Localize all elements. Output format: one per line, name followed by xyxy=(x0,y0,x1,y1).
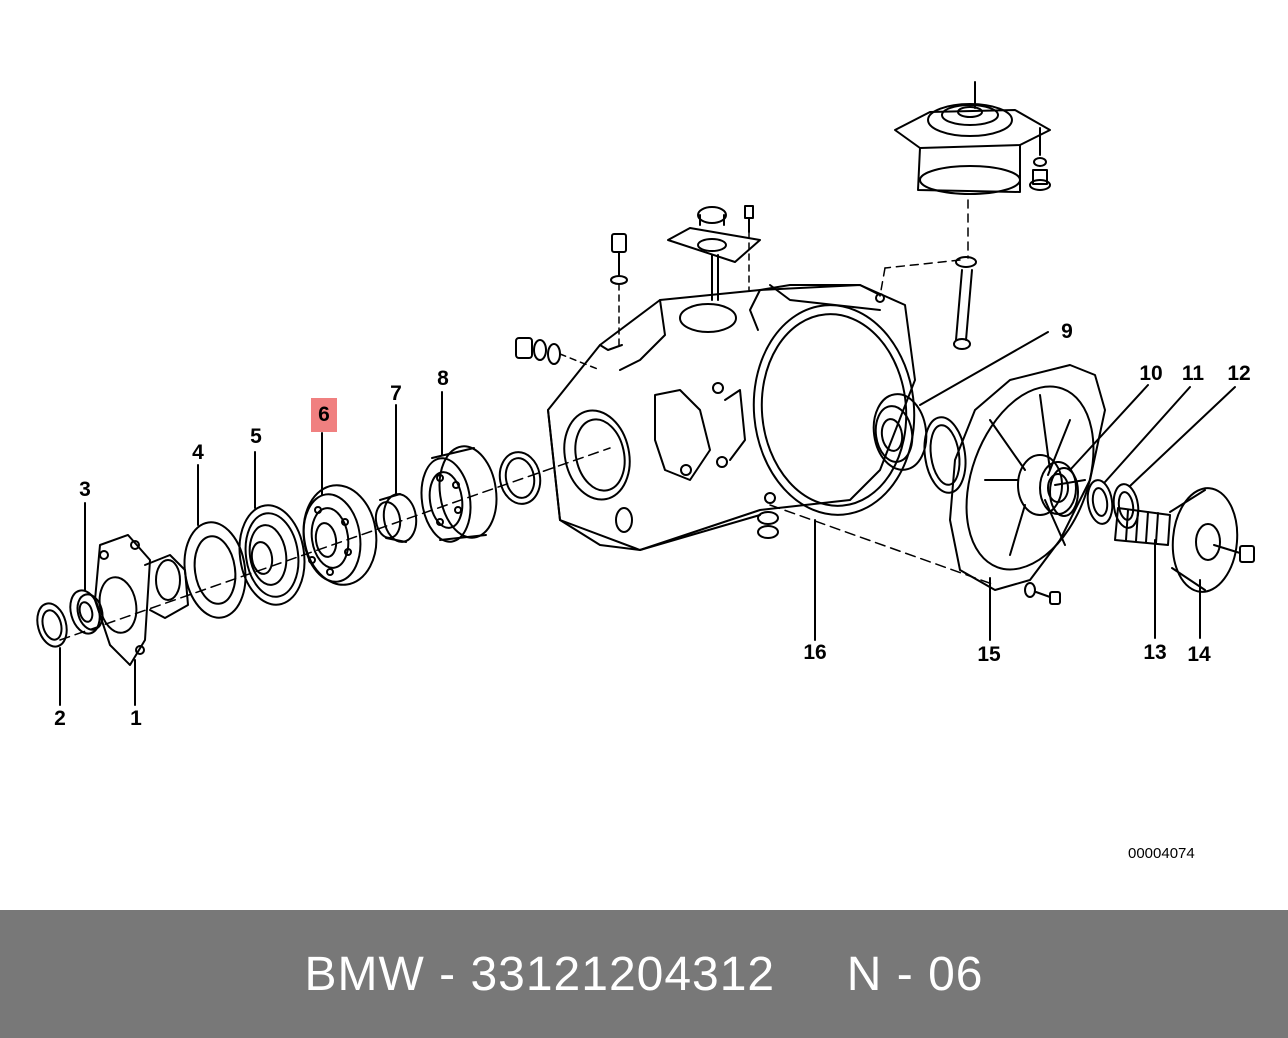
rubber-mount[interactable] xyxy=(894,81,1051,259)
mount-stud[interactable] xyxy=(879,256,977,350)
callout-1[interactable]: 1 xyxy=(130,707,142,730)
callout-4[interactable]: 4 xyxy=(192,441,204,464)
leader-10 xyxy=(1069,384,1149,471)
part-4-shim[interactable] xyxy=(179,518,252,621)
housing-drain-bolt[interactable] xyxy=(757,511,779,539)
leader-12 xyxy=(1129,386,1236,487)
exploded-view-drawing xyxy=(33,81,1255,706)
part-1-output-flange[interactable] xyxy=(94,534,189,666)
parts-diagram: 2 1 3 4 5 6 7 8 9 10 11 12 13 14 15 16 0… xyxy=(33,81,1255,862)
part-7-bearing-race[interactable] xyxy=(374,492,420,544)
leader-9 xyxy=(919,331,1049,406)
breather-cover[interactable] xyxy=(667,206,761,301)
callout-5[interactable]: 5 xyxy=(250,425,262,448)
part-15-rear-cover[interactable] xyxy=(943,364,1117,591)
part-8-bearing[interactable] xyxy=(416,443,502,545)
filler-plug[interactable] xyxy=(515,337,601,371)
callout-6-highlighted[interactable]: 6 xyxy=(311,398,337,432)
cover-bolt-axis xyxy=(769,504,996,586)
callout-11[interactable]: 11 xyxy=(1181,362,1205,385)
diagram-reference-code: 00004074 xyxy=(1128,845,1195,862)
cover-small-bolt[interactable] xyxy=(744,205,754,291)
part-9-bearing[interactable] xyxy=(869,391,931,473)
callout-10[interactable]: 10 xyxy=(1139,362,1163,385)
part-13-output-shaft[interactable] xyxy=(1114,507,1171,546)
callout-9[interactable]: 9 xyxy=(1061,320,1073,343)
part-number-label: BMW - 33121204312 N - 06 xyxy=(304,947,984,1001)
callout-15[interactable]: 15 xyxy=(977,643,1001,666)
callout-3[interactable]: 3 xyxy=(79,478,91,501)
callout-16[interactable]: 16 xyxy=(803,641,827,664)
cover-bolt[interactable] xyxy=(610,233,628,346)
callout-2[interactable]: 2 xyxy=(54,707,66,730)
cover-fixing-bolt[interactable] xyxy=(1024,582,1061,605)
part-14-drive-flange[interactable] xyxy=(1169,485,1255,594)
differential-housing[interactable] xyxy=(547,284,923,551)
part-6-ball-bearing[interactable] xyxy=(297,480,382,589)
callout-13[interactable]: 13 xyxy=(1143,641,1167,664)
callout-8[interactable]: 8 xyxy=(437,367,449,390)
part-10-seal[interactable] xyxy=(1049,467,1079,517)
leader-11 xyxy=(1104,386,1191,483)
part-2-snap-ring[interactable] xyxy=(33,600,71,650)
part-11-shim[interactable] xyxy=(1085,479,1115,526)
assembly-axis-line xyxy=(59,447,611,641)
cover-o-ring[interactable] xyxy=(920,415,970,496)
callout-7[interactable]: 7 xyxy=(390,382,402,405)
housing-o-ring[interactable] xyxy=(496,449,544,507)
callout-12[interactable]: 12 xyxy=(1227,362,1251,385)
callout-14[interactable]: 14 xyxy=(1187,643,1211,666)
part-info-footer: BMW - 33121204312 N - 06 xyxy=(0,910,1288,1038)
mount-bolt[interactable] xyxy=(1029,127,1051,191)
part-5-shaft-seal[interactable] xyxy=(233,501,310,609)
